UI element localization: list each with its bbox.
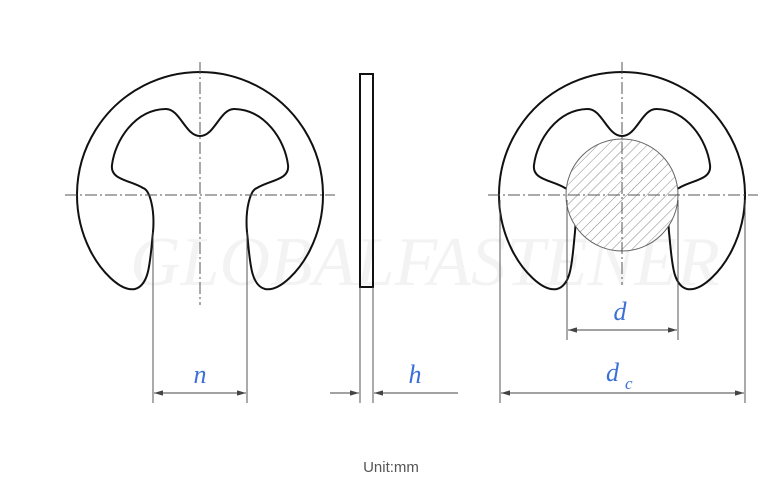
label-n: n	[194, 360, 207, 389]
label-dc-sub: c	[625, 374, 633, 393]
dimension-d: d	[566, 200, 679, 340]
dimension-n: n	[152, 232, 248, 403]
e-ring-installed-view	[488, 62, 758, 291]
shaft-section	[565, 138, 679, 252]
dimension-dc: d c	[499, 200, 746, 403]
e-ring-side-view	[359, 73, 374, 288]
label-dc-main: d	[606, 358, 620, 387]
unit-caption: Unit:mm	[363, 459, 419, 476]
e-ring-front-view	[65, 62, 335, 305]
dimension-h: h	[330, 287, 458, 403]
label-h: h	[409, 360, 422, 389]
label-d: d	[614, 297, 628, 326]
